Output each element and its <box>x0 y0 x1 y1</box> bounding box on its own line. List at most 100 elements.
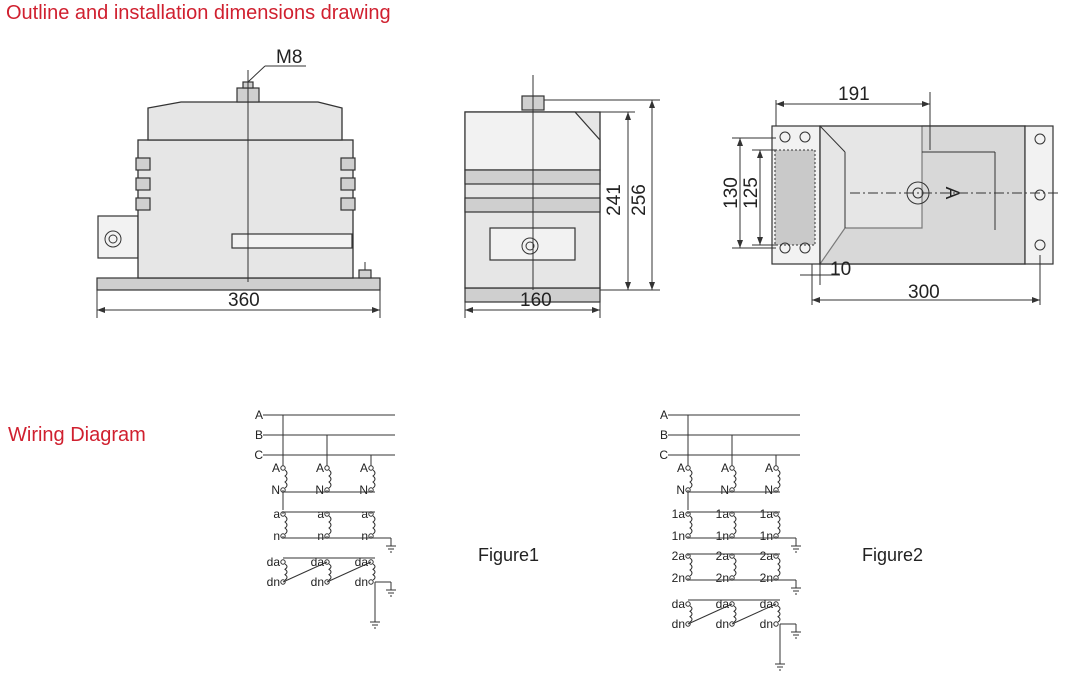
terminal-label-2a: 2a <box>760 549 774 563</box>
top-offset-label: 10 <box>830 259 851 280</box>
winding-coil <box>777 469 781 489</box>
terminal-label-n: n <box>317 529 324 543</box>
terminal <box>368 579 374 585</box>
open-delta-link <box>687 603 733 625</box>
terminal-label-dn: dn <box>311 575 324 589</box>
terminal-label-da: da <box>672 597 686 611</box>
front-width-label: 360 <box>228 290 260 311</box>
side-width-label: 160 <box>520 290 552 311</box>
phase-label-A: A <box>660 408 668 422</box>
terminal-label-A: A <box>316 461 324 475</box>
terminal-label-2a: 2a <box>672 549 686 563</box>
terminal-label-n: n <box>273 529 280 543</box>
winding-coil <box>777 557 781 577</box>
winding-coil <box>733 557 737 577</box>
terminal <box>685 465 691 471</box>
terminal-label-da: da <box>716 597 730 611</box>
figure1-caption: Figure1 <box>478 545 539 565</box>
terminal-label-2n: 2n <box>716 571 729 585</box>
bolt-label: M8 <box>276 47 302 68</box>
terminal-label-N: N <box>359 483 368 497</box>
phase-label-A: A <box>255 408 263 422</box>
terminal-label-A: A <box>677 461 685 475</box>
terminal-label-1a: 1a <box>672 507 686 521</box>
open-delta-link <box>326 561 372 583</box>
terminal-label-1n: 1n <box>760 529 773 543</box>
terminal-label-dn: dn <box>672 617 685 631</box>
terminal <box>685 601 691 607</box>
phase-label-C: C <box>659 448 668 462</box>
winding-coil <box>777 605 781 623</box>
winding-coil <box>328 515 332 535</box>
terminal-label-2a: 2a <box>716 549 730 563</box>
terminal <box>773 465 779 471</box>
side-view <box>464 75 660 318</box>
terminal-label-N: N <box>315 483 324 497</box>
terminal-label-A: A <box>721 461 729 475</box>
top-view <box>732 92 1060 305</box>
terminal-label-A: A <box>272 461 280 475</box>
top-width-label: 191 <box>838 84 870 105</box>
terminal <box>773 621 779 627</box>
winding-coil <box>733 469 737 489</box>
winding-coil <box>284 469 288 489</box>
winding-coil <box>328 563 332 581</box>
terminal-label-da: da <box>355 555 369 569</box>
terminal <box>324 465 330 471</box>
terminal-label-1n: 1n <box>672 529 685 543</box>
winding-coil <box>372 515 376 535</box>
winding-coil <box>284 515 288 535</box>
terminal-label-a: a <box>317 507 324 521</box>
phase-label-B: B <box>255 428 263 442</box>
winding-coil <box>372 563 376 581</box>
terminal-label-N: N <box>271 483 280 497</box>
winding-coil <box>328 469 332 489</box>
winding-coil <box>777 515 781 535</box>
winding-coil <box>733 515 737 535</box>
terminal-label-da: da <box>760 597 774 611</box>
winding-coil <box>284 563 288 581</box>
terminal-label-N: N <box>764 483 773 497</box>
terminal-label-a: a <box>273 507 280 521</box>
terminal-label-A: A <box>765 461 773 475</box>
terminal-label-dn: dn <box>267 575 280 589</box>
terminal-label-a: a <box>361 507 368 521</box>
winding-coil <box>689 469 693 489</box>
phase-label-C: C <box>254 448 263 462</box>
terminal-label-A: A <box>360 461 368 475</box>
winding-coil <box>689 557 693 577</box>
terminal-label-2n: 2n <box>760 571 773 585</box>
outline-drawing-title: Outline and installation dimensions draw… <box>6 2 391 24</box>
winding-coil <box>372 469 376 489</box>
terminal-label-dn: dn <box>355 575 368 589</box>
terminal-label-1n: 1n <box>716 529 729 543</box>
terminal-label-1a: 1a <box>760 507 774 521</box>
terminal-label-da: da <box>311 555 325 569</box>
terminal-label-dn: dn <box>716 617 729 631</box>
open-delta-link <box>731 603 777 625</box>
wiring-figure-2: ABCANANAN1a1n1a1n1a1n2a2n2a2n2a2ndadndad… <box>659 408 801 671</box>
top-length-label: 300 <box>908 282 940 303</box>
terminal-label-dn: dn <box>760 617 773 631</box>
top-height-outer-label: 130 <box>721 177 742 209</box>
wiring-diagram-title: Wiring Diagram <box>8 424 146 446</box>
terminal <box>280 465 286 471</box>
side-height-inner-label: 241 <box>604 184 625 216</box>
phase-label-B: B <box>660 428 668 442</box>
terminal <box>729 465 735 471</box>
terminal-label-N: N <box>720 483 729 497</box>
terminal <box>280 559 286 565</box>
front-view <box>96 65 381 318</box>
figure2-caption: Figure2 <box>862 545 923 565</box>
top-height-inner-label: 125 <box>741 177 762 209</box>
side-height-outer-label: 256 <box>629 184 650 216</box>
terminal-label-2n: 2n <box>672 571 685 585</box>
terminal-label-1a: 1a <box>716 507 730 521</box>
open-delta-link <box>282 561 328 583</box>
terminal-label-n: n <box>361 529 368 543</box>
winding-coil <box>733 605 737 623</box>
terminal-label-N: N <box>676 483 685 497</box>
winding-coil <box>689 605 693 623</box>
